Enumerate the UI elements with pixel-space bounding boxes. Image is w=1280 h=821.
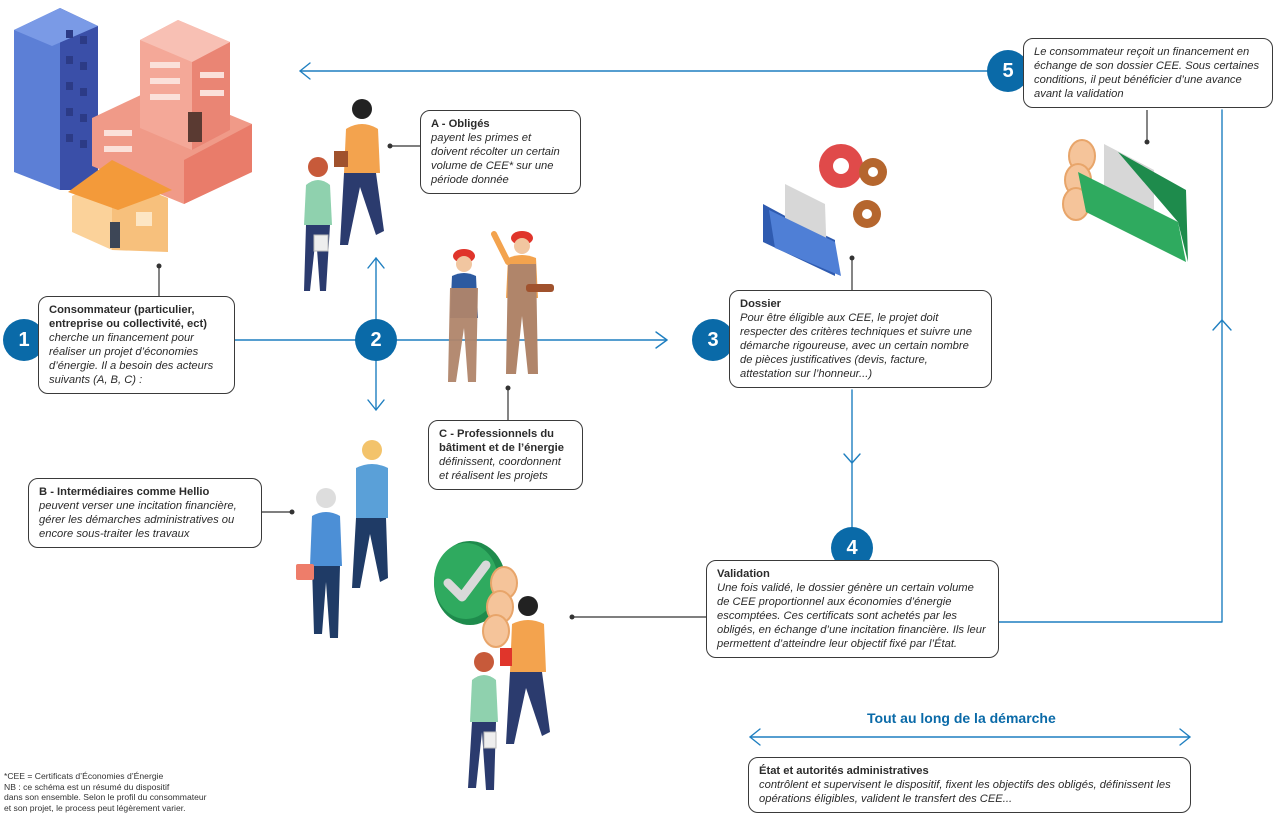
- professionals-title: C - Professionnels du bâtiment et de l’é…: [439, 428, 564, 454]
- buildings-illustration: [14, 8, 252, 252]
- authorities-desc: contrôlent et supervisent le dispositif,…: [759, 779, 1171, 805]
- obliges-desc: payent les primes et doivent récolter un…: [431, 132, 560, 186]
- check-coins-icon: [434, 541, 518, 648]
- throughout-heading: Tout au long de la démarche: [867, 710, 1056, 726]
- footnote-line: *CEE = Certificats d’Économies d’Énergie: [4, 771, 164, 781]
- folder-gears-icon: [763, 144, 887, 276]
- authorities-title: État et autorités administratives: [759, 765, 929, 777]
- step-badge-5: 5: [987, 50, 1029, 92]
- financement-desc: Le consommateur reçoit un financement en…: [1034, 46, 1260, 100]
- consumer-desc: cherche un financement pour réaliser un …: [49, 332, 214, 386]
- intermediaries-title: B - Intermédiaires comme Hellio: [39, 486, 210, 498]
- consumers-people-illustration: [468, 596, 550, 790]
- step-badge-3: 3: [692, 319, 734, 361]
- professionals-box: C - Professionnels du bâtiment et de l’é…: [428, 420, 583, 490]
- folder-coins-icon: [1062, 139, 1188, 262]
- obliges-title: A - Obligés: [431, 118, 490, 130]
- consumer-title: Consommateur (particulier, entreprise ou…: [49, 304, 207, 330]
- validation-box: Validation Une fois validé, le dossier g…: [706, 560, 999, 658]
- authorities-box: État et autorités administratives contrô…: [748, 757, 1191, 813]
- footnote-line: dans son ensemble. Selon le profil du co…: [4, 792, 207, 802]
- consumer-box: Consommateur (particulier, entreprise ou…: [38, 296, 235, 394]
- intermediaries-desc: peuvent verser une incitation financière…: [39, 500, 237, 540]
- professionals-desc: définissent, coordonnent et réalisent le…: [439, 456, 561, 482]
- obliges-box: A - Obligés payent les primes et doivent…: [420, 110, 581, 194]
- financement-box: Le consommateur reçoit un financement en…: [1023, 38, 1273, 108]
- validation-title: Validation: [717, 568, 770, 580]
- workers-illustration: [448, 231, 554, 382]
- intermediaries-illustration: [296, 440, 388, 638]
- dossier-box: Dossier Pour être éligible aux CEE, le p…: [729, 290, 992, 388]
- dossier-title: Dossier: [740, 298, 782, 310]
- intermediaries-box: B - Intermédiaires comme Hellio peuvent …: [28, 478, 262, 548]
- footnote-line: et son projet, le process peut légèremen…: [4, 802, 186, 813]
- dossier-desc: Pour être éligible aux CEE, le projet do…: [740, 312, 972, 380]
- obliges-people-illustration: [304, 99, 384, 291]
- validation-desc: Une fois validé, le dossier génère un ce…: [717, 582, 986, 650]
- footnote: *CEE = Certificats d’Économies d’Énergie…: [4, 771, 207, 813]
- footnote-line: NB : ce schéma est un résumé du disposit…: [4, 781, 170, 792]
- step-badge-2: 2: [355, 319, 397, 361]
